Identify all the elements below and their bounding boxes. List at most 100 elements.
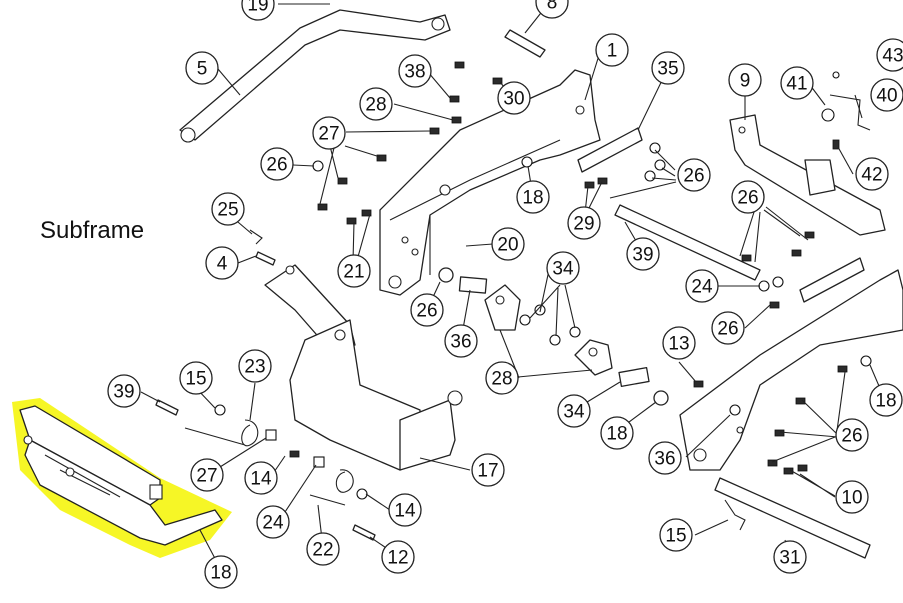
callout-41: 41 [780, 66, 814, 100]
callout-circle [662, 326, 696, 360]
callout-circle [677, 158, 711, 192]
callout-number: 28 [365, 95, 386, 116]
part-22-hitch-bracket [19, 405, 223, 546]
callout-number: 40 [876, 86, 897, 107]
part-34-plate-b [618, 367, 650, 387]
part-right-lower-frame [679, 257, 903, 471]
callout-14: 14 [244, 461, 278, 495]
callout-39: 39 [626, 237, 660, 271]
callout-number: 18 [210, 563, 231, 584]
callout-21: 21 [337, 254, 371, 288]
callout-circle [648, 441, 682, 475]
callout-number: 15 [665, 526, 686, 547]
callout-circle [728, 63, 762, 97]
callout-circle [238, 349, 272, 383]
callout-circle [685, 269, 719, 303]
callout-circle [497, 81, 531, 115]
callout-5: 5 [185, 51, 219, 85]
callout-circle [780, 66, 814, 100]
callout-number: 26 [717, 319, 738, 340]
callout-circle [190, 458, 224, 492]
callout-15: 15 [179, 361, 213, 395]
callout-circle [388, 493, 422, 527]
part-1-main-frame [379, 69, 601, 296]
callout-circle [398, 54, 432, 88]
callout-number: 20 [497, 235, 518, 256]
callout-number: 25 [217, 200, 238, 221]
callout-circle [185, 51, 219, 85]
callout-circle [337, 254, 371, 288]
callout-circle [835, 418, 869, 452]
callout-circle [835, 480, 869, 514]
callout-24: 24 [256, 505, 290, 539]
callout-36: 36 [648, 441, 682, 475]
callout-circle [241, 0, 275, 21]
part-15-pin-b [352, 524, 376, 541]
callout-circle [410, 293, 444, 327]
callout-number: 14 [250, 469, 272, 490]
callout-circle [256, 505, 290, 539]
callout-number: 27 [196, 466, 217, 487]
callout-number: 28 [491, 369, 512, 390]
callout-number: 24 [262, 513, 284, 534]
part-36-bushing-b [653, 390, 669, 406]
callout-number: 42 [861, 165, 882, 186]
callout-number: 21 [343, 262, 364, 283]
callout-number: 31 [779, 548, 800, 569]
callout-circle [870, 78, 903, 112]
callout-circle [359, 87, 393, 121]
callout-22: 22 [306, 532, 340, 566]
callout-circle [651, 51, 685, 85]
callout-24: 24 [685, 269, 719, 303]
callout-26: 26 [260, 147, 294, 181]
callout-15: 15 [659, 518, 693, 552]
callout-number: 8 [547, 0, 558, 14]
part-31-clip [724, 499, 746, 531]
callout-number: 26 [737, 188, 758, 209]
callout-number: 29 [573, 214, 594, 235]
callout-circle [306, 532, 340, 566]
part-15-pin-a [155, 399, 179, 416]
callout-26: 26 [677, 158, 711, 192]
callout-26: 26 [410, 293, 444, 327]
callout-35: 35 [651, 51, 685, 85]
callout-17: 17 [471, 453, 505, 487]
callout-40: 40 [870, 78, 903, 112]
callout-number: 26 [841, 426, 862, 447]
callout-number: 5 [197, 59, 208, 80]
callout-13: 13 [662, 326, 696, 360]
part-6-pin [714, 477, 871, 559]
callout-number: 36 [450, 332, 471, 353]
callout-circle [626, 237, 660, 271]
callout-number: 39 [113, 382, 134, 403]
callout-number: 36 [654, 449, 675, 470]
callout-number: 41 [786, 74, 807, 95]
callout-circle [485, 361, 519, 395]
callout-28: 28 [485, 361, 519, 395]
callout-circle [546, 251, 580, 285]
nuts-group [214, 71, 872, 500]
callout-number: 14 [394, 501, 416, 522]
callout-number: 38 [404, 62, 425, 83]
callout-number: 26 [416, 301, 437, 322]
callout-number: 19 [247, 0, 268, 16]
callout-9: 9 [728, 63, 762, 97]
callout-circle [535, 0, 569, 19]
callout-circle [711, 311, 745, 345]
callout-circle [869, 383, 903, 417]
callout-43: 43 [876, 38, 903, 72]
callout-number: 12 [387, 548, 408, 569]
callout-circle [516, 180, 550, 214]
callout-circle [491, 227, 525, 261]
callout-number: 9 [740, 71, 751, 92]
callout-circle [595, 33, 629, 67]
callout-42: 42 [855, 157, 889, 191]
callout-circle [107, 374, 141, 408]
callout-circle [567, 206, 601, 240]
callout-number: 39 [632, 245, 653, 266]
callout-circle [659, 518, 693, 552]
callout-circle [855, 157, 889, 191]
part-40-bracket [821, 94, 871, 131]
